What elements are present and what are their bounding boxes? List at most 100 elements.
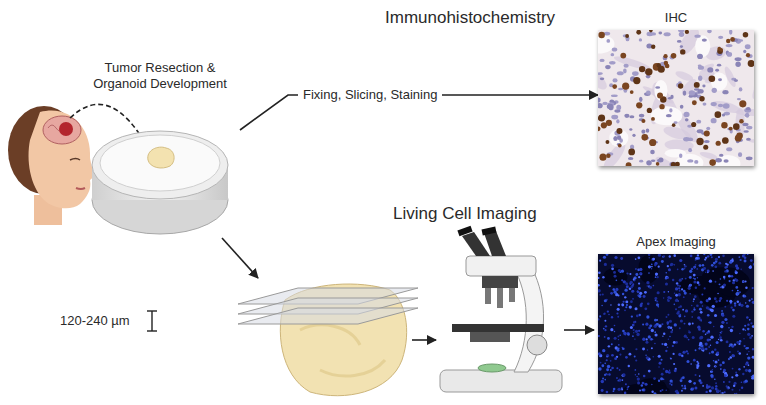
cell-signal (679, 290, 681, 292)
nucleus (669, 108, 672, 112)
cell-signal (650, 338, 652, 340)
cell-signal (673, 341, 676, 344)
cell-signal (622, 293, 624, 295)
cell-signal (738, 256, 740, 258)
cell-signal (603, 256, 606, 259)
nucleus (598, 97, 601, 102)
cell-signal (654, 264, 657, 267)
cell-signal (745, 369, 748, 372)
stained-cell (636, 102, 642, 108)
node-heading: Tumor Resection & Organoid Development (84, 60, 236, 92)
cell-signal (700, 301, 703, 304)
cell-signal (742, 328, 744, 330)
cell-signal (648, 272, 650, 274)
cell-signal (715, 366, 716, 367)
cell-signal (631, 290, 634, 293)
cell-signal (747, 356, 750, 359)
nucleus (715, 69, 719, 72)
cell-signal (729, 345, 731, 347)
cell-signal (668, 338, 669, 339)
cell-signal (715, 385, 717, 387)
cell-signal (720, 339, 723, 342)
cell-signal (671, 382, 672, 383)
cell-signal (711, 386, 714, 389)
cell-signal (691, 310, 693, 312)
cell-signal (641, 384, 643, 386)
stained-cell (649, 30, 653, 32)
cell-signal (673, 363, 675, 365)
cell-signal (626, 272, 628, 274)
cell-signal (716, 390, 719, 393)
cell-signal (631, 315, 633, 317)
cell-signal (700, 336, 703, 339)
cell-signal (750, 259, 753, 262)
cell-signal (722, 255, 725, 258)
nucleus (698, 76, 702, 81)
cell-signal (752, 301, 754, 304)
cell-signal (636, 333, 639, 336)
tissue-gap (665, 149, 686, 157)
cell-signal (740, 268, 741, 269)
cell-signal (642, 338, 645, 341)
cell-signal (693, 301, 695, 303)
cell-signal (743, 254, 746, 256)
cell-signal (625, 282, 628, 285)
cell-signal (657, 291, 660, 294)
cell-signal (603, 313, 605, 315)
dimension-label: 120-240 µm (60, 312, 130, 329)
cell-signal (688, 380, 691, 383)
cell-signal (617, 336, 619, 338)
section-heading: Immunohistochemistry (385, 7, 555, 28)
cell-signal (667, 299, 670, 302)
dark-region (638, 255, 658, 283)
cell-signal (705, 348, 708, 351)
microscope (482, 276, 518, 288)
cell-signal (601, 305, 602, 306)
stained-cell (659, 104, 664, 109)
stained-cell (691, 122, 696, 127)
microscope (484, 231, 506, 256)
cell-signal (613, 390, 615, 392)
cell-signal (658, 366, 660, 368)
cell-signal (714, 348, 716, 350)
cell-signal (653, 392, 656, 394)
cell-signal (693, 359, 696, 362)
cell-signal (747, 347, 749, 349)
flow-arrow (222, 238, 258, 278)
nucleus (605, 65, 611, 69)
cell-signal (649, 286, 652, 289)
cell-signal (666, 321, 669, 324)
cell-signal (751, 377, 754, 380)
cell-signal (618, 269, 621, 272)
nucleus (745, 44, 751, 49)
cell-signal (670, 357, 671, 358)
nucleus (734, 79, 738, 82)
cell-signal (736, 267, 739, 270)
cell-signal (690, 284, 692, 286)
cell-signal (674, 369, 677, 372)
cell-signal (639, 272, 642, 275)
cell-signal (669, 383, 671, 385)
cell-signal (681, 355, 684, 358)
cell-signal (598, 352, 601, 355)
cell-signal (702, 385, 704, 387)
cell-signal (670, 331, 673, 334)
nucleus (735, 57, 742, 61)
nucleus (711, 118, 717, 123)
cell-signal (732, 258, 734, 260)
cell-signal (621, 304, 624, 307)
stained-cell (612, 84, 617, 89)
cell-signal (699, 336, 702, 339)
cell-signal (613, 388, 616, 391)
cell-signal (731, 275, 733, 277)
cell-signal (607, 310, 609, 312)
edge-label: Fixing, Slicing, Staining (298, 87, 442, 103)
fluorescence-ground (598, 254, 754, 394)
cell-signal (723, 369, 726, 372)
stained-cell (647, 108, 652, 113)
cell-signal (753, 264, 754, 266)
nucleus (629, 115, 634, 118)
cell-signal (663, 333, 665, 335)
cell-signal (618, 344, 620, 346)
cell-signal (718, 339, 719, 340)
